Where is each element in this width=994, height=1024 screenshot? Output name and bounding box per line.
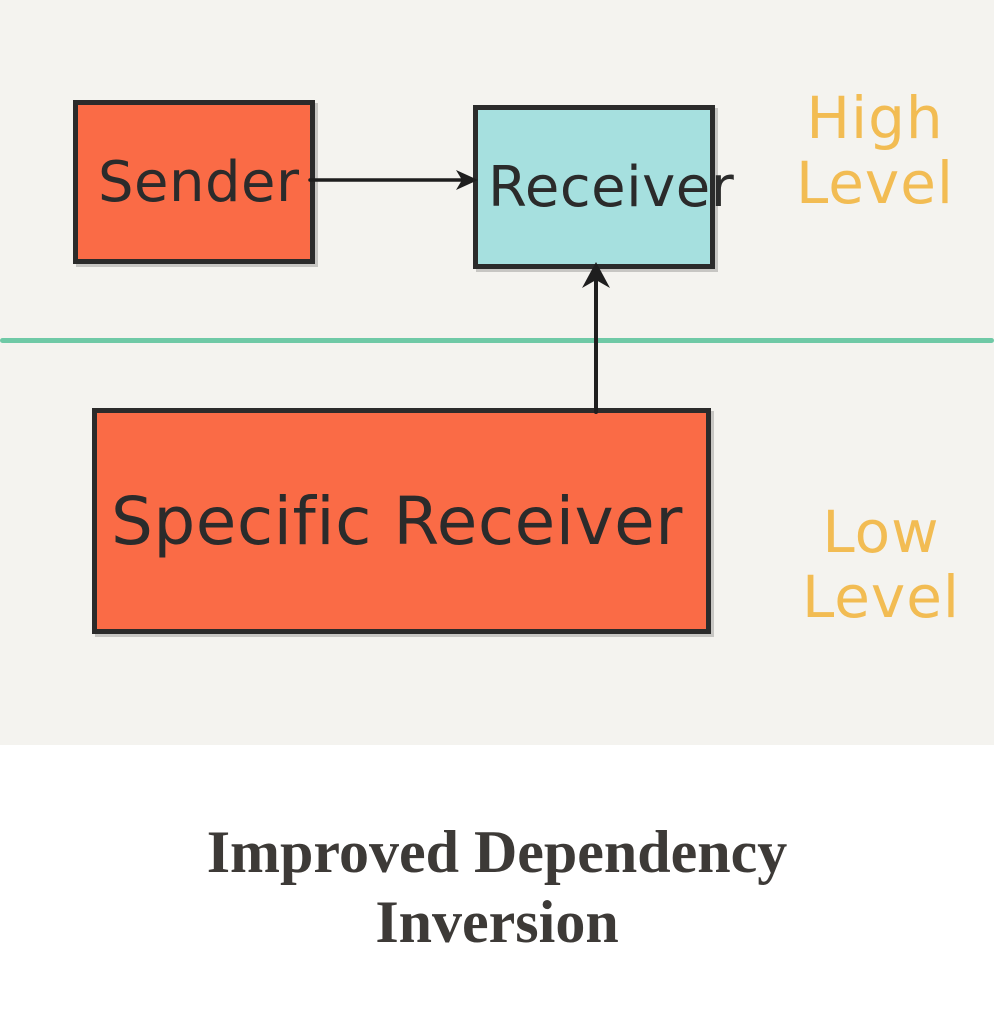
caption-area: Improved Dependency Inversion [0,745,994,1024]
diagram-canvas: Sender Receiver Specific Receiver High L… [0,0,994,745]
node-sender-label: Sender [98,149,300,215]
zone-label-high-level: High Level [795,84,955,217]
node-specific-receiver[interactable]: Specific Receiver [92,408,711,634]
caption-title: Improved Dependency Inversion [206,819,788,956]
node-sender[interactable]: Sender [73,100,315,264]
node-receiver[interactable]: Receiver [473,105,734,269]
arrow-specific-receiver-to-receiver-icon [582,262,610,414]
node-receiver-label: Receiver [488,154,735,220]
node-specific-receiver-label: Specific Receiver [111,482,683,560]
zone-label-low-level: Low Level [801,498,961,631]
layer-divider-line [0,338,994,343]
arrow-sender-to-receiver-icon [308,170,478,190]
